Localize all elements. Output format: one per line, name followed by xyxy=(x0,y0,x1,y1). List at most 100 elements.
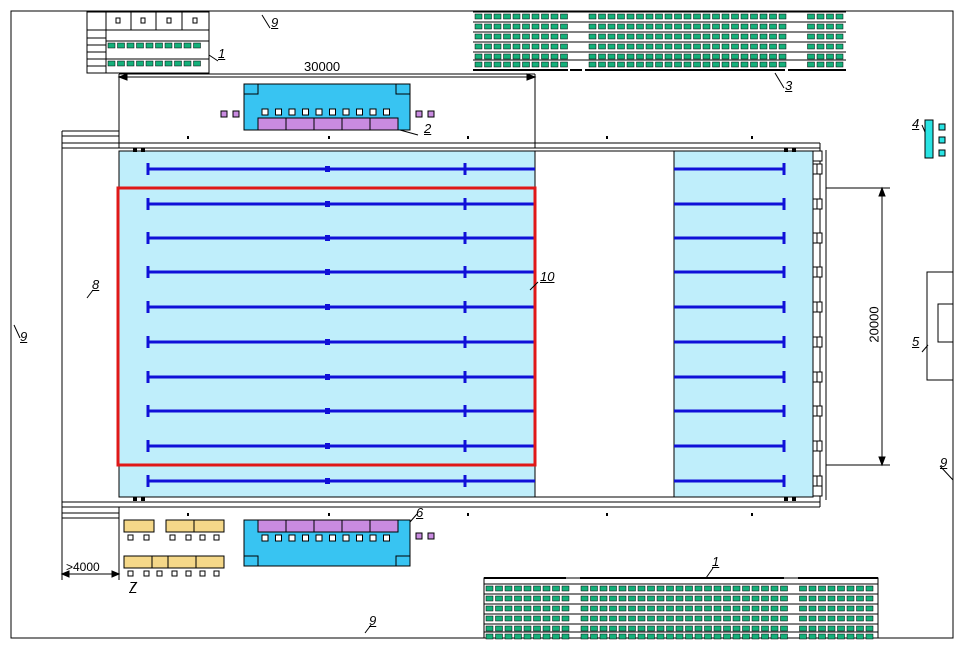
seat xyxy=(637,595,646,602)
seat xyxy=(827,585,836,592)
seat xyxy=(778,33,787,40)
dimension-length-text: 30000 xyxy=(304,59,341,74)
seat xyxy=(674,13,682,20)
seat xyxy=(485,595,494,602)
seat xyxy=(522,53,530,60)
seat xyxy=(816,61,825,68)
seat xyxy=(552,615,560,622)
seat xyxy=(523,605,532,612)
seat xyxy=(769,61,777,68)
seat xyxy=(778,23,787,30)
seat xyxy=(702,53,711,60)
seat xyxy=(485,585,494,592)
seat xyxy=(808,625,817,632)
seat xyxy=(504,625,513,632)
seat xyxy=(742,595,750,602)
callout-1-top: 1 xyxy=(218,46,226,61)
unit-square xyxy=(329,534,336,542)
seat xyxy=(713,595,722,602)
seat xyxy=(683,33,692,40)
unit-square xyxy=(261,534,269,542)
seat xyxy=(504,585,513,592)
seat xyxy=(522,13,530,20)
seat xyxy=(542,615,551,622)
seat xyxy=(655,33,663,40)
seat xyxy=(675,605,684,612)
seat xyxy=(731,13,739,20)
seat xyxy=(522,43,530,50)
seat xyxy=(647,595,655,602)
seat xyxy=(107,60,116,67)
seat xyxy=(750,61,758,68)
seat xyxy=(561,585,570,592)
seat xyxy=(808,615,817,622)
seat xyxy=(780,585,788,592)
seat xyxy=(712,33,720,40)
seat xyxy=(580,585,589,592)
seat xyxy=(514,633,522,640)
seat xyxy=(474,53,483,60)
seat xyxy=(693,43,701,50)
seat xyxy=(117,60,125,67)
seat xyxy=(751,585,760,592)
seat xyxy=(816,33,825,40)
starting-blocks xyxy=(812,150,823,497)
callout-5: 5 xyxy=(912,334,920,349)
seat xyxy=(750,33,758,40)
seat xyxy=(617,43,625,50)
seat xyxy=(588,33,597,40)
seat xyxy=(808,633,817,640)
seat xyxy=(674,33,682,40)
seat xyxy=(552,633,560,640)
seat xyxy=(512,33,521,40)
seat xyxy=(769,43,777,50)
seat xyxy=(856,585,864,592)
seat xyxy=(721,61,730,68)
competition-pool xyxy=(118,150,814,498)
seat xyxy=(856,595,864,602)
callout-6: 6 xyxy=(416,505,424,520)
seat xyxy=(645,13,654,20)
seat xyxy=(807,43,815,50)
seat xyxy=(807,33,815,40)
seat xyxy=(780,615,788,622)
seat xyxy=(694,633,703,640)
seat xyxy=(732,615,741,622)
seat xyxy=(598,23,606,30)
seat xyxy=(664,33,673,40)
seat xyxy=(835,61,844,68)
seat xyxy=(827,595,836,602)
seat xyxy=(561,615,570,622)
seat xyxy=(750,23,758,30)
seat xyxy=(552,605,560,612)
seat xyxy=(761,585,769,592)
seat xyxy=(685,585,693,592)
seat xyxy=(145,60,154,67)
seat xyxy=(609,585,617,592)
seat xyxy=(512,43,521,50)
seat xyxy=(495,585,503,592)
seat xyxy=(683,23,692,30)
seat xyxy=(846,615,855,622)
seat xyxy=(846,595,855,602)
seat xyxy=(636,61,644,68)
seat xyxy=(541,61,549,68)
seat xyxy=(761,595,769,602)
seat xyxy=(702,33,711,40)
seat xyxy=(835,53,844,60)
seat xyxy=(531,23,540,30)
seat xyxy=(664,23,673,30)
seat xyxy=(645,53,654,60)
seat xyxy=(769,33,777,40)
seat xyxy=(607,61,616,68)
seat xyxy=(780,605,788,612)
seat xyxy=(693,13,701,20)
seat xyxy=(628,625,636,632)
callout-9-top: 9 xyxy=(271,15,279,30)
seat xyxy=(846,585,855,592)
seat xyxy=(590,605,598,612)
seat xyxy=(807,53,815,60)
seat xyxy=(713,615,722,622)
seat xyxy=(550,53,559,60)
seat xyxy=(580,633,589,640)
